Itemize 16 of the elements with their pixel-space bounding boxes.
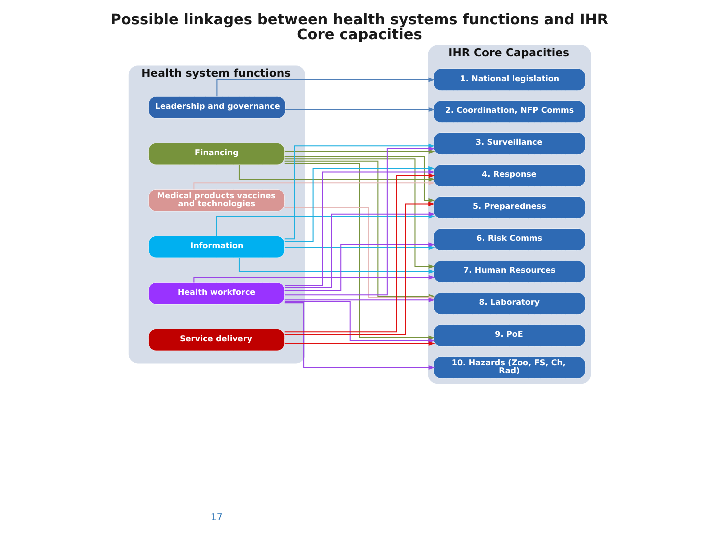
arrow: [284, 301, 436, 344]
diagram-title: Possible linkages between health systems functions and IHR Core capacities: [110, 12, 609, 44]
arrow: [284, 246, 436, 250]
arrow: [238, 258, 436, 274]
arrow: [284, 342, 436, 346]
arrow: [194, 180, 436, 190]
arrow: [216, 78, 436, 97]
arrow: [238, 165, 436, 182]
arrow: [284, 156, 436, 203]
arrow: [286, 108, 436, 112]
arrow: [284, 150, 436, 154]
arrow: [284, 298, 436, 302]
arrow: [284, 242, 436, 292]
arrow: [194, 275, 436, 283]
arrow: [284, 302, 436, 370]
label: 17: [210, 512, 223, 524]
